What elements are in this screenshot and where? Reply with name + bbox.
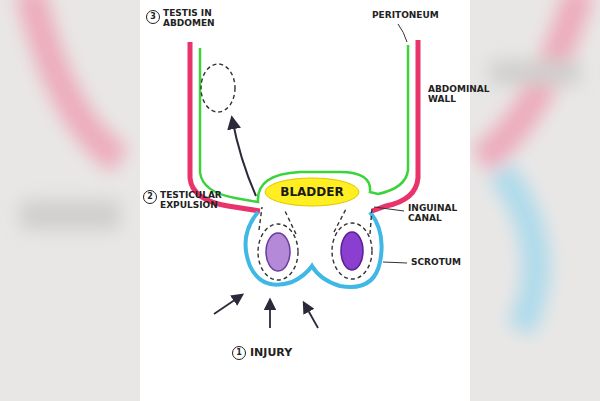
callout-number: 3	[146, 10, 160, 24]
part-label: SCROTUM	[411, 257, 461, 267]
step-label: INJURY	[250, 347, 292, 360]
part-label: PERITONEUM	[372, 10, 439, 20]
paper	[140, 0, 470, 401]
callout-number: 1	[232, 346, 246, 360]
leader-line	[374, 24, 407, 263]
bladder-shape: BLADDER	[264, 177, 360, 207]
abdominal-wall	[372, 40, 418, 211]
part-label: ABDOMINAL WALL	[428, 84, 490, 105]
organ-label: BLADDER	[280, 185, 343, 199]
scrotum	[246, 212, 382, 287]
step-label: TESTICULAR EXPULSION	[160, 190, 232, 211]
dashed-outline	[201, 64, 372, 280]
part-label: INGUINAL CANAL	[408, 203, 464, 224]
movement-arrow	[232, 118, 256, 196]
testis	[266, 233, 290, 271]
testis	[341, 232, 363, 270]
bladder	[265, 178, 359, 206]
callout-number: 2	[143, 190, 157, 204]
step-label: TESTIS IN ABDOMEN	[163, 8, 233, 29]
injury-arrow	[214, 295, 318, 328]
